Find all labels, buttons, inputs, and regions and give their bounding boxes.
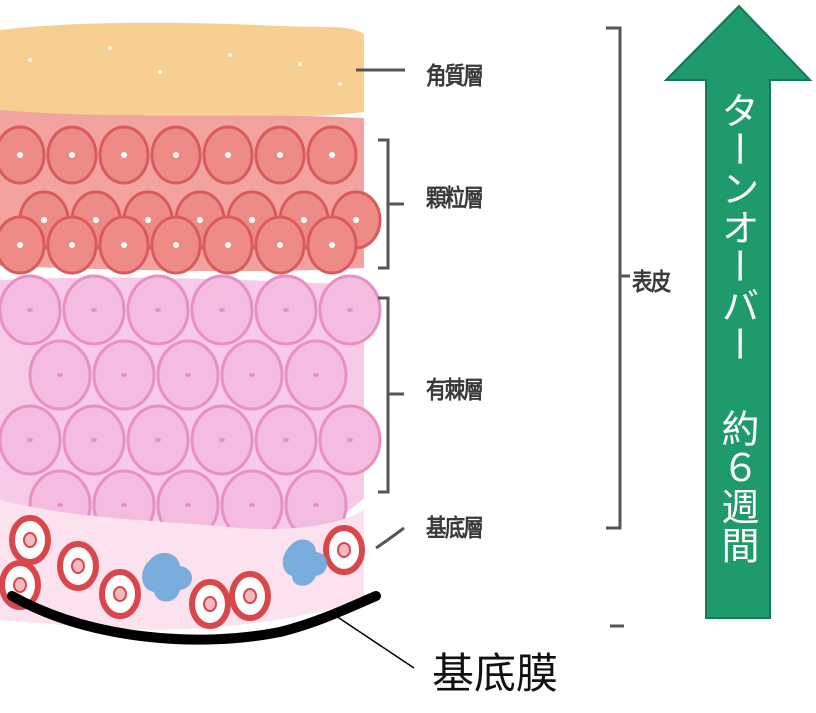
cell xyxy=(203,596,217,612)
cell xyxy=(145,217,151,223)
cell xyxy=(17,152,23,158)
cell xyxy=(249,503,255,507)
cell xyxy=(91,308,97,312)
cell xyxy=(69,242,75,248)
cell xyxy=(93,217,99,223)
cell xyxy=(155,308,161,312)
cell xyxy=(121,152,127,158)
cell xyxy=(219,438,225,442)
cell xyxy=(121,373,127,377)
cell xyxy=(185,373,191,377)
cell xyxy=(277,242,283,248)
cell xyxy=(313,373,319,377)
cell xyxy=(69,152,75,158)
cell xyxy=(91,438,97,442)
cell xyxy=(197,217,203,223)
stratum-basale-layer xyxy=(0,500,365,630)
stratum-granulosum-layer xyxy=(0,110,382,275)
cell xyxy=(249,217,255,223)
cell xyxy=(27,308,33,312)
stratum-spinosum-layer xyxy=(0,274,382,560)
cell xyxy=(353,217,359,223)
cell xyxy=(313,503,319,507)
cell xyxy=(337,542,351,558)
melanocyte-cells xyxy=(142,539,328,602)
cell xyxy=(173,242,179,248)
basement-membrane-pointer xyxy=(329,611,415,669)
turnover-arrow-text: ターンオーバー 約６週間 xyxy=(715,90,759,565)
cell xyxy=(121,503,127,507)
cell xyxy=(173,152,179,158)
epidermis-label: 表皮 xyxy=(632,268,671,296)
cell xyxy=(185,503,191,507)
cell xyxy=(57,503,63,507)
cell xyxy=(121,242,127,248)
cell xyxy=(277,152,283,158)
cell xyxy=(329,152,335,158)
cell xyxy=(41,217,47,223)
stratum-granulosum-label: 顆粒層 xyxy=(426,184,484,212)
cell xyxy=(113,586,127,602)
cell xyxy=(225,152,231,158)
cell xyxy=(243,588,257,604)
stratum-corneum-label: 角質層 xyxy=(426,62,484,90)
turnover-arrow xyxy=(663,4,813,619)
basement-membrane-label: 基底膜 xyxy=(432,649,559,698)
cell xyxy=(283,308,289,312)
cell xyxy=(301,217,307,223)
stratum-basale-label: 基底層 xyxy=(426,514,484,542)
cell xyxy=(329,242,335,248)
cell xyxy=(219,308,225,312)
cell xyxy=(347,308,353,312)
cell xyxy=(17,242,23,248)
layer-brackets xyxy=(356,26,630,628)
cell xyxy=(23,532,37,548)
stratum-corneum-layer xyxy=(0,22,364,118)
cell xyxy=(155,438,161,442)
cell xyxy=(13,577,27,593)
cell xyxy=(283,438,289,442)
cell xyxy=(249,373,255,377)
stratum-spinosum-label: 有棘層 xyxy=(426,376,484,404)
cell xyxy=(57,373,63,377)
cell xyxy=(27,438,33,442)
cell xyxy=(225,242,231,248)
basement-membrane-line xyxy=(7,591,381,645)
cell xyxy=(347,438,353,442)
cell xyxy=(71,558,85,574)
